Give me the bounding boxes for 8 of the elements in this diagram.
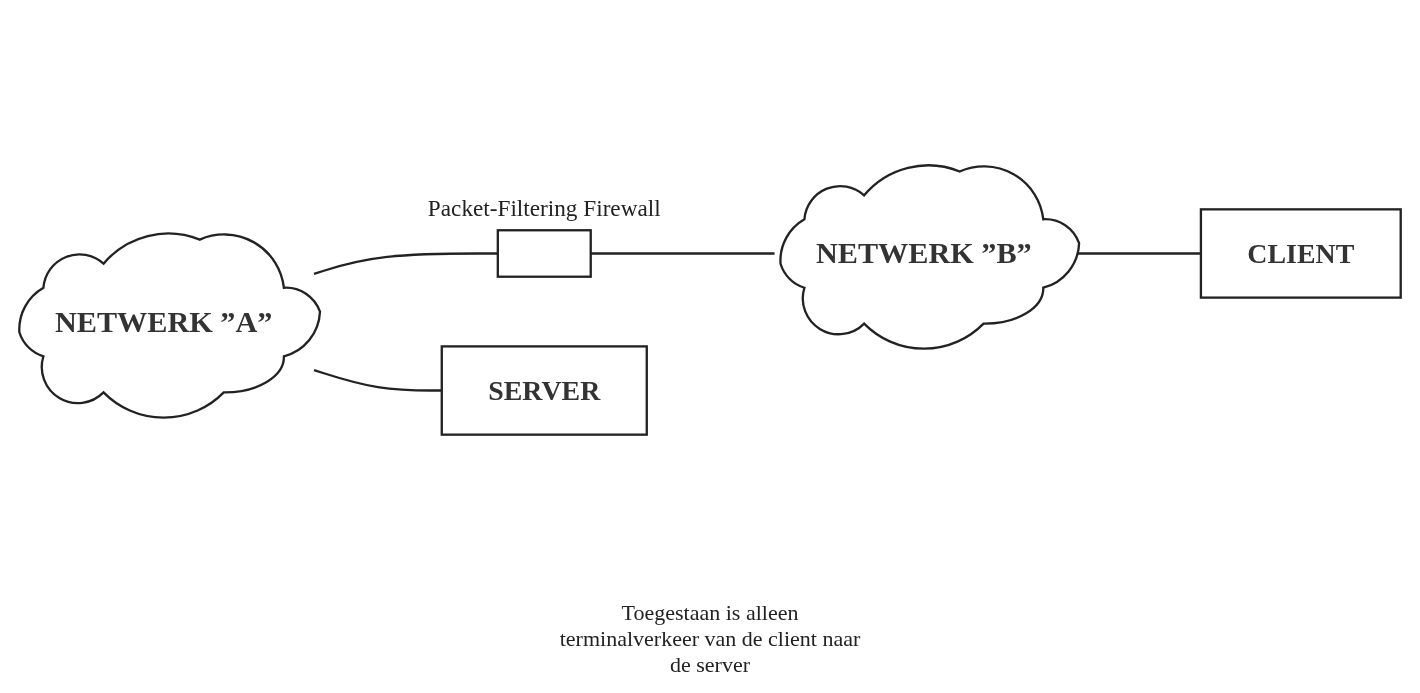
node-box bbox=[496, 229, 592, 278]
connector bbox=[590, 252, 775, 255]
firewall-caption: Packet-Filtering Firewall bbox=[427, 195, 661, 222]
connector bbox=[313, 369, 442, 392]
note-text: Toegestaan is alleen terminalverkeer van de client naar de server bbox=[558, 600, 862, 678]
connector bbox=[313, 252, 498, 276]
node-box: CLIENT bbox=[1199, 208, 1402, 299]
node-box: SERVER bbox=[440, 345, 648, 436]
